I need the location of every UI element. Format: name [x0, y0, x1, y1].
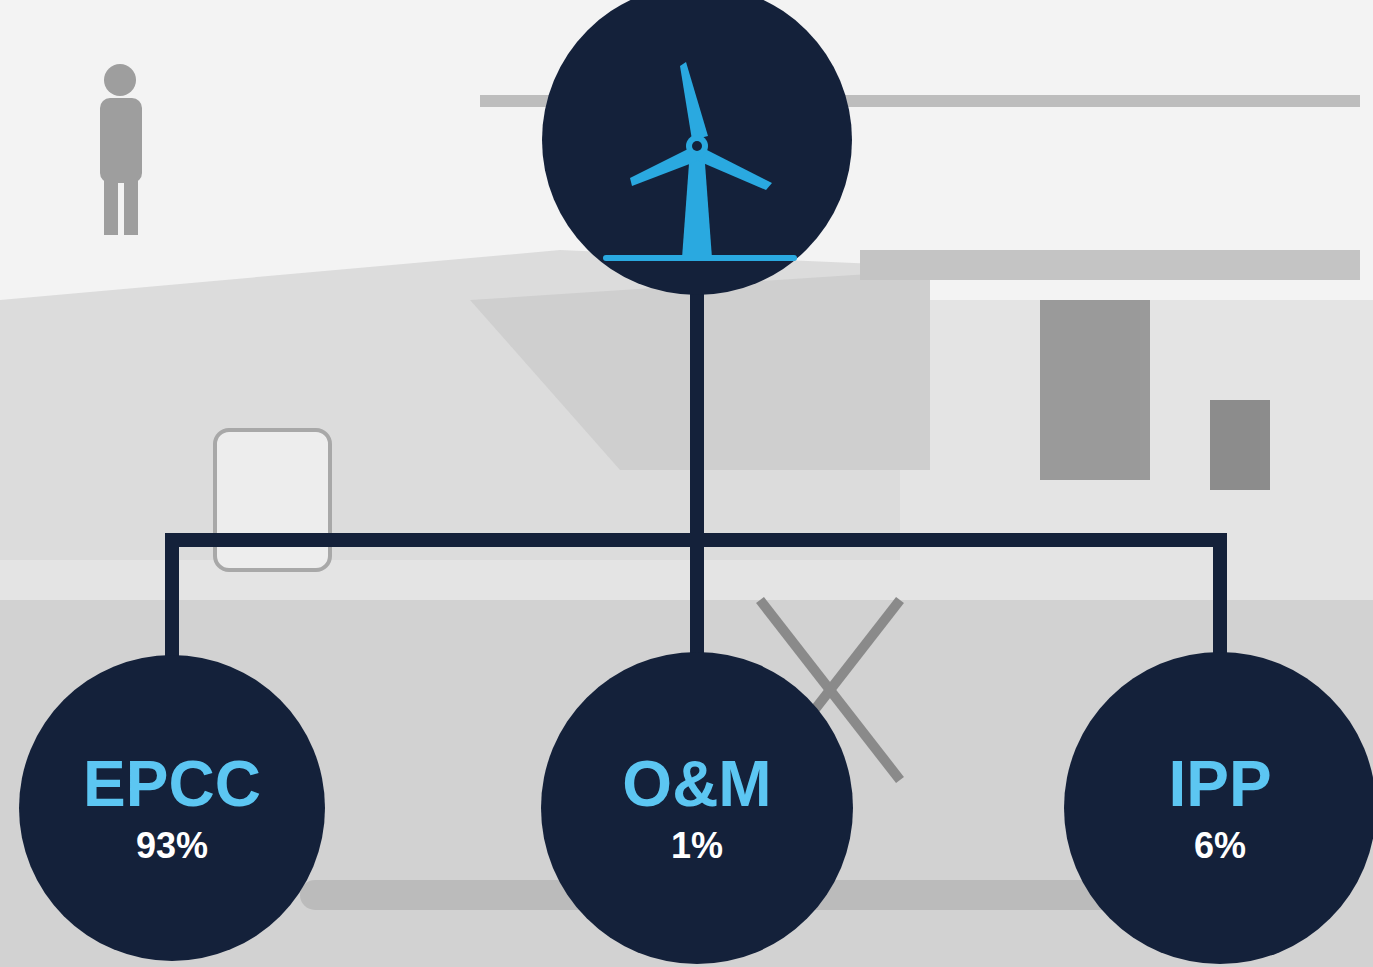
percentage-value: 1%: [671, 824, 723, 867]
branch-drop: [165, 533, 179, 670]
worker: [100, 64, 142, 235]
turbine-blade: [696, 148, 772, 190]
percentage-value: 6%: [1194, 824, 1246, 867]
category-circle: IPP 6%: [1064, 652, 1373, 964]
bucket: [1210, 400, 1270, 490]
turbine-hub-center: [692, 141, 702, 151]
category-circle: EPCC 93%: [19, 655, 325, 961]
wind-turbine-icon: [603, 62, 797, 261]
trunk-line: [690, 280, 704, 540]
chute: [1040, 300, 1150, 480]
turbine-hub: [686, 135, 708, 157]
category-circle: O&M 1%: [541, 652, 853, 964]
percentage-value: 93%: [136, 824, 208, 867]
turbine-ground: [603, 255, 797, 261]
branch-drop: [690, 533, 704, 670]
branch-drop: [1213, 533, 1227, 670]
turbine-tower: [682, 150, 712, 258]
category-name: IPP: [1168, 749, 1271, 819]
category-name: EPCC: [83, 749, 261, 819]
cab-window: [215, 430, 330, 570]
connector-lines: [165, 280, 1227, 670]
turbine-blade: [680, 62, 708, 140]
icon-circle: [542, 0, 852, 295]
platform: [860, 250, 1360, 280]
category-name: O&M: [622, 749, 771, 819]
